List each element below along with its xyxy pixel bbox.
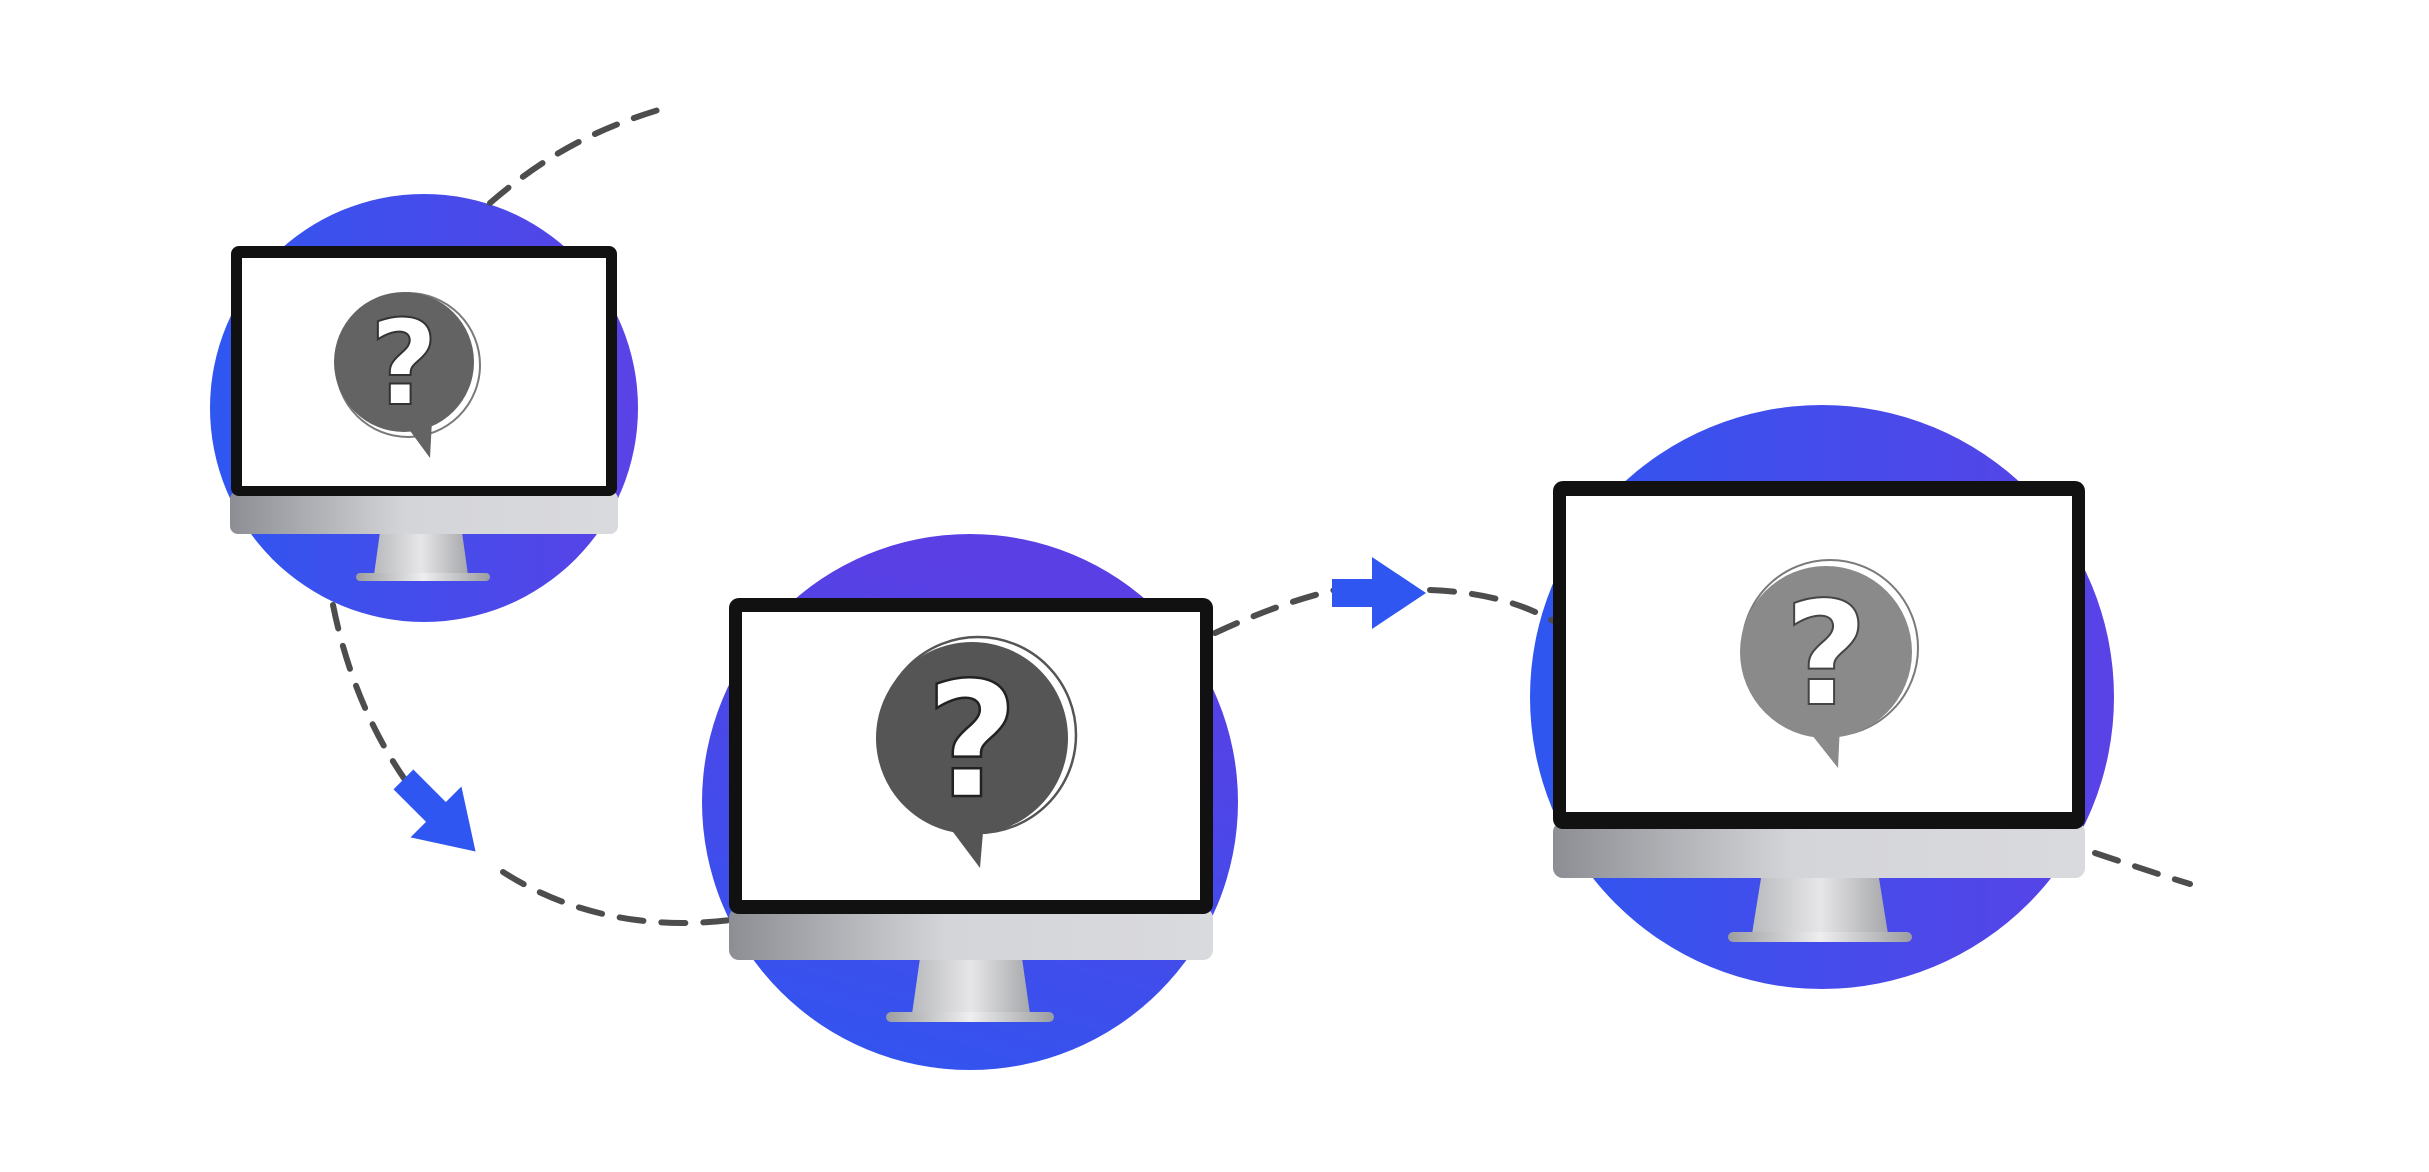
arrow-shaft-2 (1332, 579, 1376, 607)
question-bubble-icon: ? (1740, 559, 1919, 768)
question-bubble-icon: ? (876, 635, 1078, 868)
dashed-path-middle (1212, 587, 1338, 636)
monitor-chin (230, 491, 618, 534)
dashed-path-group (330, 105, 2193, 926)
question-mark: ? (926, 647, 1019, 834)
monitor-base (356, 573, 490, 581)
monitor-chin (1553, 822, 2085, 878)
dashed-path-top (487, 105, 668, 206)
monitor-chin (729, 908, 1213, 960)
monitor-icon (1553, 481, 2085, 942)
monitor-3: ? (1553, 481, 2085, 942)
arrow-shaft-1 (393, 769, 448, 824)
arrow-icon (410, 786, 476, 852)
monitor-stand (912, 958, 1030, 1014)
monitor-base (886, 1012, 1054, 1022)
arrow-down-right (393, 769, 476, 852)
dashed-path-bottom (500, 869, 733, 926)
question-mark: ? (1784, 570, 1868, 738)
bubble-body (876, 642, 1068, 834)
arrow-icon (1372, 557, 1426, 629)
bubble-body (334, 292, 474, 432)
question-bubble-icon: ? (334, 292, 481, 458)
monitor-1: ? (230, 246, 618, 581)
monitor-2: ? (729, 598, 1213, 1022)
arrow-right (1332, 557, 1426, 629)
dashed-path-right (2092, 850, 2193, 887)
bubble-body (1740, 566, 1912, 738)
monitor-stand (1752, 872, 1888, 934)
monitor-base (1728, 932, 1912, 942)
dashed-path-middle-right (1427, 587, 1558, 625)
question-mark: ? (370, 294, 438, 432)
monitor-stand (374, 532, 468, 575)
